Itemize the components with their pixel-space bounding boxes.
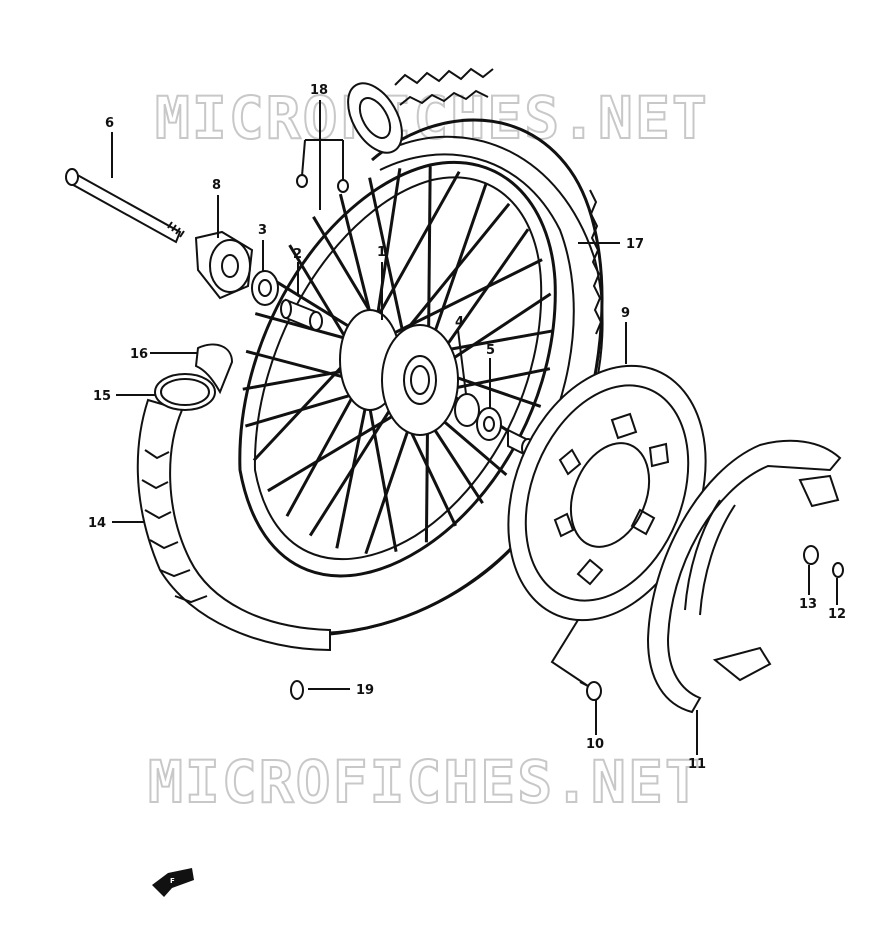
tube-section [154,373,216,411]
callout-3: 3 [258,223,267,238]
svg-text:F: F [170,877,175,885]
spoke-nipples [296,174,349,193]
callout-12: 12 [828,607,846,622]
disc-cover [646,439,842,714]
valve-nut [290,680,304,700]
callout-16: 16 [130,347,148,362]
callout-18: 18 [310,83,328,98]
callout-2: 2 [293,247,302,262]
spacer [280,298,323,332]
brake-disc [507,364,707,622]
front-direction-arrow-icon: F [152,868,194,897]
spoke [369,258,543,347]
front-axle [65,168,185,244]
hub [339,309,459,436]
callout-17: 17 [626,237,644,252]
bearing-right [454,393,502,441]
callout-8: 8 [212,178,221,193]
callout-11: 11 [688,757,706,772]
rim [238,160,557,578]
disc-bolt [579,681,602,701]
callout-6: 6 [105,116,114,131]
callout-14: 14 [88,516,106,531]
callout-15: 15 [93,389,111,404]
watermark-bottom: MICROFICHES.NET [148,748,702,816]
callout-13: 13 [799,597,817,612]
speedometer-gearbox [194,230,254,300]
callout-1: 1 [377,245,386,260]
bearing-left [251,270,279,306]
callout-10: 10 [586,737,604,752]
rim-band [194,343,234,395]
callout-9: 9 [621,306,630,321]
callout-5: 5 [486,343,495,358]
callout-4: 4 [455,315,464,330]
cover-bolt [832,562,844,578]
callout-19: 19 [356,683,374,698]
cover-washer [803,545,819,565]
tire-section [136,398,331,652]
leader-lines [111,100,838,755]
